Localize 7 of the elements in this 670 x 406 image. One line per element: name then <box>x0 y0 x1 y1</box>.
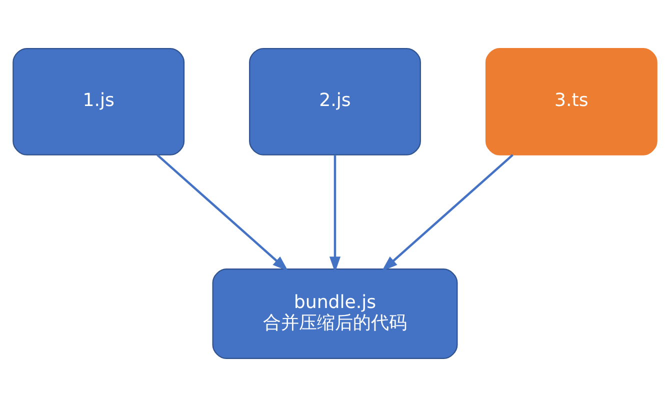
node-box: bundle.js 合并压缩后的代码 <box>212 268 458 359</box>
node-box: 2.js <box>249 47 421 155</box>
arrow <box>329 154 341 272</box>
node-box: 1.js <box>12 47 185 155</box>
arrow <box>156 154 288 271</box>
arrow <box>382 154 514 271</box>
node-box: 3.ts <box>485 47 658 155</box>
